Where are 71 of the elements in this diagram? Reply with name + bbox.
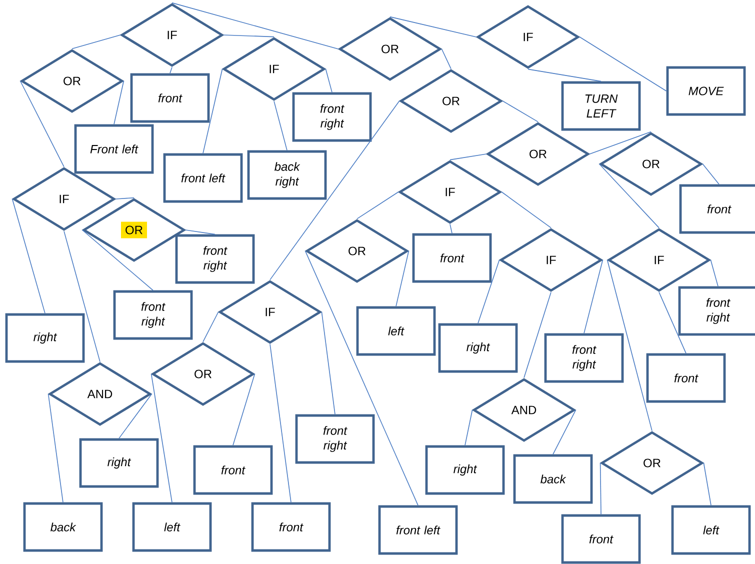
connector-line	[356, 192, 399, 220]
action-box: left	[356, 306, 436, 356]
connector-line	[658, 292, 686, 354]
connector-line	[223, 34, 274, 38]
action-box: front right	[292, 92, 372, 142]
connector-line	[325, 68, 332, 93]
connector-line	[702, 164, 720, 185]
connector-line	[20, 80, 64, 168]
connector-line	[450, 154, 487, 160]
action-box: right	[79, 438, 159, 488]
connector-line	[600, 462, 602, 515]
action-box: front left	[378, 505, 458, 555]
connector-line	[232, 374, 256, 446]
connector-line	[82, 230, 154, 291]
connector-line	[270, 100, 400, 280]
connector-line	[450, 224, 452, 234]
connector-line	[48, 394, 64, 503]
connector-line	[118, 394, 152, 439]
connector-line	[172, 2, 339, 50]
connector-line	[202, 68, 223, 154]
action-box: back	[513, 454, 593, 504]
action-box: right	[425, 445, 505, 495]
action-box: right	[438, 323, 518, 373]
action-box: left	[132, 502, 212, 552]
connector-line	[274, 100, 288, 151]
action-box: front right	[295, 414, 375, 464]
connector-line	[502, 100, 538, 122]
action-box: front left	[163, 153, 243, 203]
connector-line	[115, 197, 134, 200]
connector-line	[321, 312, 336, 415]
action-box: front right	[113, 290, 193, 340]
connector-line	[598, 164, 660, 228]
action-box: MOVE	[666, 66, 746, 116]
connector-line	[478, 260, 500, 324]
connector-line	[304, 250, 418, 506]
action-box: front	[561, 514, 641, 564]
action-box: right	[5, 313, 85, 363]
action-box: front	[646, 353, 726, 403]
connector-line	[202, 312, 219, 342]
connector-line	[390, 16, 477, 38]
connector-line	[606, 260, 652, 432]
action-box: back right	[247, 150, 327, 200]
connector-line	[579, 36, 667, 92]
action-box: front	[193, 445, 273, 495]
connector-line	[710, 260, 718, 287]
connector-line	[703, 462, 712, 506]
action-box: TURN LEFT	[561, 81, 641, 131]
connector-line	[185, 230, 216, 235]
connector-line	[441, 48, 452, 70]
action-box: front	[679, 184, 755, 234]
connector-line	[501, 192, 552, 228]
connector-line	[552, 410, 576, 455]
connector-line	[170, 66, 172, 74]
connector-line	[150, 374, 172, 503]
action-box: front right	[678, 286, 755, 336]
action-box: front right	[544, 333, 624, 383]
connector-line	[12, 198, 46, 314]
action-box: front	[412, 233, 492, 283]
action-box: front	[130, 73, 210, 123]
action-box: left	[671, 505, 751, 555]
connector-line	[270, 344, 292, 503]
connector-line	[72, 34, 121, 50]
connector-line	[64, 230, 100, 362]
connector-line	[524, 292, 552, 378]
action-box: Front left	[74, 124, 154, 174]
action-box: back	[23, 502, 103, 552]
action-box: front	[251, 502, 331, 552]
connector-line	[584, 260, 604, 334]
action-box: front right	[175, 234, 255, 284]
connector-line	[528, 68, 602, 82]
connector-line	[464, 410, 473, 446]
